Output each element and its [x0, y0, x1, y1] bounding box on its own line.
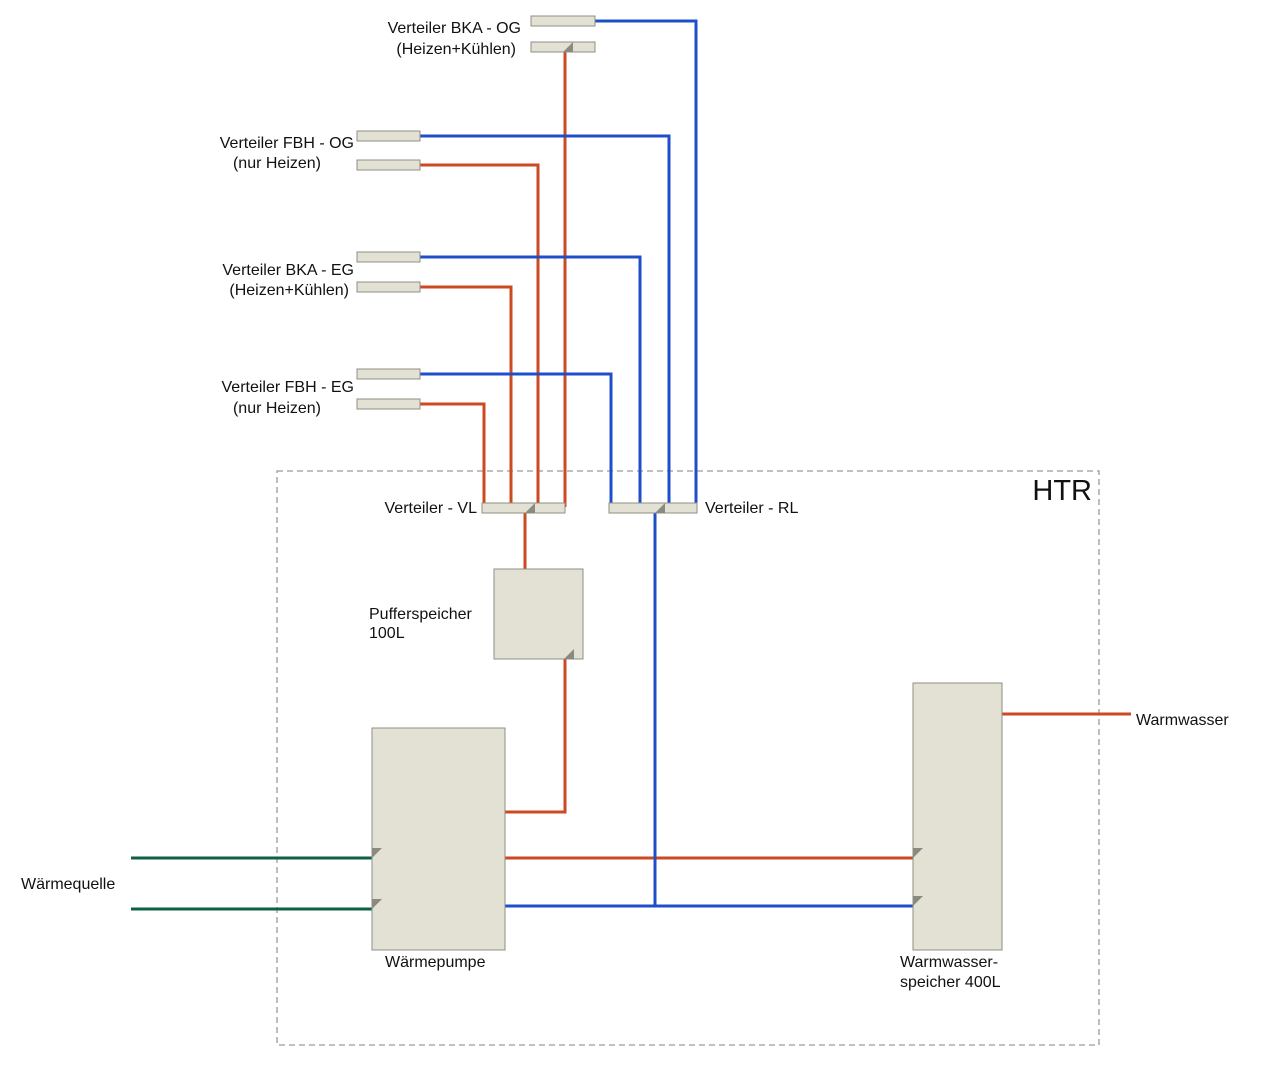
distributor-bka-eg-return-bar: [356, 251, 421, 263]
distributor-bka-eg-supply-bar: [356, 281, 421, 293]
label-verteiler-vl: Verteiler - VL: [385, 500, 478, 517]
label-warmwasser: Warmwasser: [1136, 712, 1229, 729]
label-warmwasserspeicher: Warmwasser-: [900, 954, 998, 971]
return-pipe-bka-og: [595, 19, 698, 507]
waermepumpe-unit: [371, 727, 506, 951]
verteiler-rl-bar: [608, 502, 698, 514]
return-pipes: [420, 19, 913, 908]
label-fbh-og-mode: (nur Heizen): [233, 155, 321, 172]
connector-marker: [564, 649, 574, 659]
label-fbh-eg-mode: (nur Heizen): [233, 400, 321, 417]
label-verteiler-rl: Verteiler - RL: [705, 500, 798, 517]
label-htr: HTR: [1032, 475, 1092, 507]
supply-pipe-bka-eg: [420, 285, 513, 507]
label-fbh-eg-title: Verteiler FBH - EG: [222, 379, 354, 396]
label-warmwasserspeicher-volume: speicher 400L: [900, 974, 1001, 991]
label-bka-eg-title: Verteiler BKA - EG: [222, 262, 354, 279]
distributor-fbh-og-return-bar: [356, 130, 421, 142]
label-bka-eg-mode: (Heizen+Kühlen): [229, 282, 349, 299]
distributor-bka-og-supply-bar: [530, 41, 596, 53]
label-pufferspeicher-volume: 100L: [369, 625, 405, 642]
distributor-fbh-eg-supply-bar: [356, 398, 421, 410]
connector-marker: [372, 899, 382, 909]
label-waermequelle: Wärmequelle: [21, 876, 115, 893]
supply-pipe-fbh-og: [420, 163, 540, 507]
htr-boundary: [276, 470, 1100, 1046]
distributor-fbh-og-supply-bar: [356, 159, 421, 171]
connector-marker: [913, 848, 923, 858]
verteiler-vl-bar: [481, 502, 566, 514]
label-bka-og-title: Verteiler BKA - OG: [388, 20, 521, 37]
label-fbh-og-title: Verteiler FBH - OG: [220, 135, 354, 152]
return-pipe-fbh-eg: [420, 372, 613, 507]
supply-pipe-fbh-eg: [420, 402, 486, 507]
connector-marker: [913, 896, 923, 906]
distributor-fbh-eg-return-bar: [356, 368, 421, 380]
label-bka-og-mode: (Heizen+Kühlen): [396, 41, 516, 58]
pufferspeicher-tank: [493, 568, 584, 660]
supply-pipes: [420, 47, 1131, 860]
return-pipe-bka-eg: [420, 255, 642, 507]
connector-marker: [563, 42, 573, 52]
connector-marker: [655, 503, 665, 513]
connector-marker: [372, 848, 382, 858]
label-pufferspeicher: Pufferspeicher: [369, 606, 473, 623]
connector-marker: [525, 503, 535, 513]
distributor-bka-og-return-bar: [530, 15, 596, 27]
return-pipe-fbh-og: [420, 134, 671, 507]
label-waermepumpe: Wärmepumpe: [385, 954, 486, 971]
warmwasserspeicher-tank: [912, 682, 1003, 951]
source-pipes: [131, 856, 372, 911]
supply-pipe-puffer-to-waermepumpe: [505, 659, 567, 814]
